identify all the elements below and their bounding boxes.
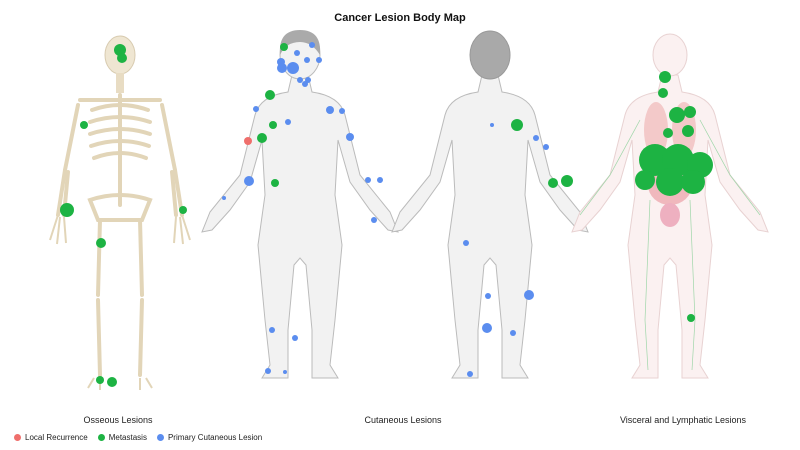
lesion-markers [60, 42, 713, 387]
legend-label: Local Recurrence [25, 433, 88, 442]
metastasis-marker[interactable] [269, 121, 277, 129]
primary-cutaneous-marker[interactable] [297, 77, 303, 83]
metastasis-marker[interactable] [681, 170, 705, 194]
primary-cutaneous-marker[interactable] [277, 63, 287, 73]
back-body-figure [391, 30, 589, 379]
primary-cutaneous-marker[interactable] [339, 108, 345, 114]
metastasis-marker[interactable] [561, 175, 573, 187]
panel-label-visceral: Visceral and Lymphatic Lesions [619, 415, 747, 425]
metastasis-marker[interactable] [80, 121, 88, 129]
legend-item-local-recurrence[interactable]: Local Recurrence [14, 433, 88, 442]
primary-cutaneous-marker[interactable] [294, 50, 300, 56]
primary-cutaneous-marker[interactable] [371, 217, 377, 223]
legend-item-metastasis[interactable]: Metastasis [97, 433, 147, 442]
primary-cutaneous-marker[interactable] [510, 330, 516, 336]
metastasis-marker[interactable] [656, 168, 684, 196]
metastasis-marker[interactable] [635, 170, 655, 190]
primary-cutaneous-marker[interactable] [346, 133, 354, 141]
legend-swatch [156, 434, 164, 441]
metastasis-marker[interactable] [60, 203, 74, 217]
metastasis-marker[interactable] [280, 43, 288, 51]
local-recurrence-marker[interactable] [244, 137, 252, 145]
panel-label-cutaneous: Cutaneous Lesions [364, 415, 442, 425]
metastasis-marker[interactable] [257, 133, 267, 143]
metastasis-marker[interactable] [265, 90, 275, 100]
metastasis-marker[interactable] [117, 53, 127, 63]
primary-cutaneous-marker[interactable] [265, 368, 271, 374]
primary-cutaneous-marker[interactable] [244, 176, 254, 186]
primary-cutaneous-marker[interactable] [490, 123, 494, 127]
metastasis-marker[interactable] [271, 179, 279, 187]
legend-item-primary-cutaneous[interactable]: Primary Cutaneous Lesion [156, 433, 263, 442]
primary-cutaneous-marker[interactable] [326, 106, 334, 114]
visceral-figure [571, 33, 769, 379]
primary-cutaneous-marker[interactable] [463, 240, 469, 246]
primary-cutaneous-marker[interactable] [287, 62, 299, 74]
primary-cutaneous-marker[interactable] [543, 144, 549, 150]
primary-cutaneous-marker[interactable] [283, 370, 287, 374]
primary-cutaneous-marker[interactable] [309, 42, 315, 48]
primary-cutaneous-marker[interactable] [305, 77, 311, 83]
primary-cutaneous-marker[interactable] [253, 106, 259, 112]
metastasis-marker[interactable] [96, 376, 104, 384]
primary-cutaneous-marker[interactable] [222, 196, 226, 200]
metastasis-marker[interactable] [663, 128, 673, 138]
metastasis-marker[interactable] [114, 44, 126, 56]
chart-title: Cancer Lesion Body Map [334, 12, 466, 24]
primary-cutaneous-marker[interactable] [467, 371, 473, 377]
primary-cutaneous-marker[interactable] [304, 57, 310, 63]
primary-cutaneous-marker[interactable] [485, 293, 491, 299]
metastasis-marker[interactable] [548, 178, 558, 188]
metastasis-marker[interactable] [682, 125, 694, 137]
primary-cutaneous-marker[interactable] [533, 135, 539, 141]
primary-cutaneous-marker[interactable] [285, 119, 291, 125]
metastasis-marker[interactable] [511, 119, 523, 131]
metastasis-marker[interactable] [639, 144, 671, 176]
primary-cutaneous-marker[interactable] [269, 327, 275, 333]
legend-swatch [97, 434, 105, 441]
metastasis-marker[interactable] [107, 377, 117, 387]
metastasis-marker[interactable] [669, 107, 685, 123]
metastasis-marker[interactable] [659, 71, 671, 83]
primary-cutaneous-marker[interactable] [482, 323, 492, 333]
panel-label-osseous: Osseous Lesions [83, 415, 153, 425]
primary-cutaneous-marker[interactable] [524, 290, 534, 300]
metastasis-marker[interactable] [96, 238, 106, 248]
metastasis-marker[interactable] [179, 206, 187, 214]
legend-swatch [14, 434, 21, 441]
legend-label: Primary Cutaneous Lesion [167, 433, 263, 442]
metastasis-marker[interactable] [658, 88, 668, 98]
primary-cutaneous-marker[interactable] [377, 177, 383, 183]
primary-cutaneous-marker[interactable] [365, 177, 371, 183]
metastasis-marker[interactable] [684, 106, 696, 118]
legend: Local Recurrence Metastasis Primary Cuta… [14, 433, 262, 442]
legend-label: Metastasis [108, 433, 147, 442]
metastasis-marker[interactable] [687, 314, 695, 322]
primary-cutaneous-marker[interactable] [316, 57, 322, 63]
primary-cutaneous-marker[interactable] [292, 335, 298, 341]
